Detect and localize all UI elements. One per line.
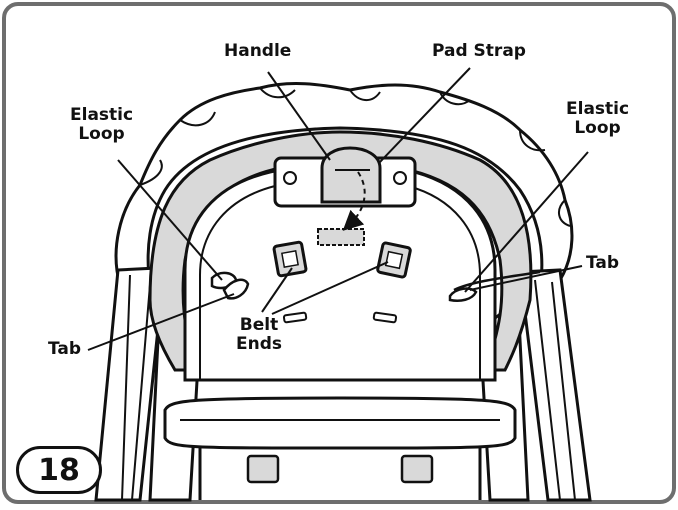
leader-elastic-loop-right xyxy=(464,151,589,293)
label-belt-ends: Belt Ends xyxy=(236,315,283,354)
tray xyxy=(163,396,517,450)
belt-end-left xyxy=(272,240,308,278)
elastic-loop-right xyxy=(448,287,478,302)
ruffle-canopy xyxy=(114,82,574,293)
pad-strap-slot xyxy=(317,228,365,246)
leader-elastic-loop-left xyxy=(117,159,223,281)
leader-handle xyxy=(267,71,331,161)
handle xyxy=(320,146,382,204)
label-tab-left: Tab xyxy=(48,339,82,359)
lower-slot-left xyxy=(282,311,308,324)
right-bolt xyxy=(393,171,407,185)
left-bolt xyxy=(283,171,297,185)
label-pad-strap: Pad Strap xyxy=(432,41,526,61)
label-handle: Handle xyxy=(224,41,292,61)
step-number-badge: 18 xyxy=(16,446,102,494)
tab-left xyxy=(222,278,250,300)
leader-belt-end-right xyxy=(271,261,389,315)
label-elastic-loop-right: Elastic Loop xyxy=(566,99,630,138)
clip-left xyxy=(246,454,280,484)
leader-pad-strap xyxy=(379,67,471,163)
belt-end-right xyxy=(376,241,412,279)
clip-right xyxy=(400,454,434,484)
leader-tab-right xyxy=(469,265,583,291)
right-leg xyxy=(518,268,592,502)
ruffle-folds xyxy=(139,87,571,227)
pad-strap-arrow xyxy=(342,171,366,231)
lower-slot-right xyxy=(372,311,398,324)
label-tab-right: Tab xyxy=(586,253,620,273)
label-elastic-loop-left: Elastic Loop xyxy=(70,105,134,144)
leader-tab-left xyxy=(87,293,235,351)
leader-belt-end-left xyxy=(261,267,293,313)
